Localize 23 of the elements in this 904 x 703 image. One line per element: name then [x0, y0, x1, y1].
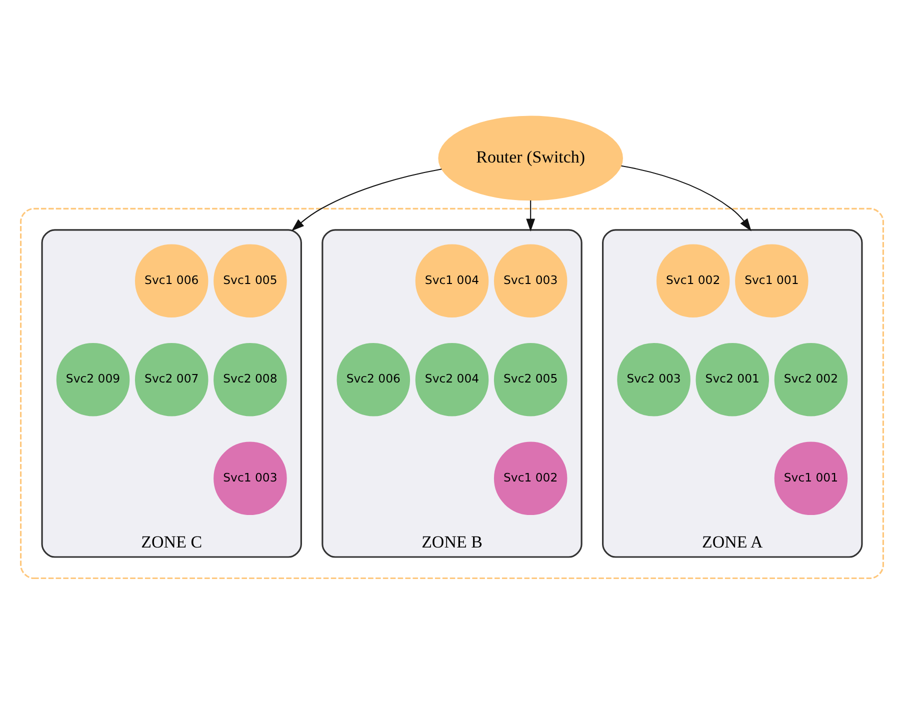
node-circle: Svc1 006 [134, 244, 208, 318]
node-circle: Svc2 002 [774, 343, 848, 416]
node-circle: Svc1 002 [494, 442, 568, 516]
node-circle: Svc2 006 [336, 343, 410, 416]
node-circle: Svc2 007 [134, 343, 208, 416]
node-circle: Svc1 004 [415, 244, 489, 318]
arrow [292, 168, 442, 231]
node-circle: Svc2 004 [415, 343, 489, 416]
arrow [526, 200, 536, 232]
node-circle: Svc1 001 [774, 442, 848, 516]
node-circle: Svc1 001 [735, 244, 808, 318]
cluster [20, 208, 884, 580]
node-circle: Svc2 001 [696, 343, 770, 416]
node-circle: Svc2 009 [56, 343, 130, 416]
node-circle: Svc1 003 [214, 442, 287, 516]
node-circle: Svc2 008 [214, 343, 287, 416]
arrow [621, 165, 752, 232]
node-circle: Svc1 003 [494, 244, 568, 318]
node-circle: Svc2 003 [617, 343, 690, 416]
node-circle: Svc1 002 [656, 244, 730, 318]
node-circle: Svc1 005 [214, 244, 287, 318]
node-ellipse: Router (Switch) [438, 116, 623, 201]
node-circle: Svc2 005 [494, 343, 568, 416]
